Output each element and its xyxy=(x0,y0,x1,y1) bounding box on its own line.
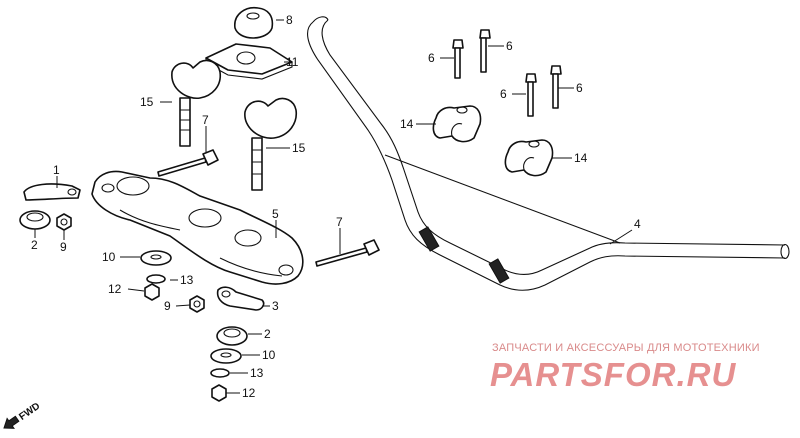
lower-nut-lower-12 xyxy=(211,384,227,402)
part-label-9a: 9 xyxy=(60,240,67,254)
part-label-5: 5 xyxy=(272,207,279,221)
part-label-2b: 2 xyxy=(264,327,271,341)
part-label-13b: 13 xyxy=(250,366,264,380)
bolt-upper-7 xyxy=(157,149,219,177)
part-label-15b: 15 xyxy=(292,141,306,155)
part-label-14a: 14 xyxy=(400,117,414,131)
part-label-3: 3 xyxy=(272,299,279,313)
part-label-7b: 7 xyxy=(336,215,343,229)
rubber-bushing-lower xyxy=(216,326,248,346)
part-label-8: 8 xyxy=(286,13,293,27)
part-label-12b: 12 xyxy=(242,386,256,400)
part-label-10b: 10 xyxy=(262,348,276,362)
part-label-6b: 6 xyxy=(506,39,513,53)
leader-lines xyxy=(34,19,633,394)
upper-holder-14a xyxy=(432,105,482,143)
part-label-2a: 2 xyxy=(31,238,38,252)
upper-holder-14b xyxy=(504,139,554,177)
part-label-6c: 6 xyxy=(500,87,507,101)
bolt-6a xyxy=(452,39,464,79)
part-label-6d: 6 xyxy=(576,81,583,95)
nut-right-9 xyxy=(189,295,205,313)
fwd-arrow-icon: FWD xyxy=(3,401,42,429)
top-bridge xyxy=(91,170,304,285)
watermark-subtitle: ЗАПЧАСТИ И АКСЕССУАРЫ ДЛЯ МОТОТЕХНИКИ xyxy=(492,342,760,354)
washer-upper-10 xyxy=(140,250,172,266)
part-label-12a: 12 xyxy=(108,282,122,296)
lower-nut-upper-12 xyxy=(144,283,160,301)
handlebar xyxy=(307,16,790,291)
watermark-logo: PARTSFOR.RU xyxy=(490,356,737,393)
part-label-13a: 13 xyxy=(180,273,194,287)
part-label-1: 1 xyxy=(53,163,60,177)
nut-left-9 xyxy=(56,213,72,231)
small-washer-upper-13 xyxy=(146,274,166,284)
bolt-6c xyxy=(525,73,537,117)
handlebar-cover xyxy=(234,6,274,39)
part-label-15a: 15 xyxy=(140,95,154,109)
lower-holder-left xyxy=(171,59,222,147)
bolt-6b xyxy=(479,29,491,73)
bolt-6d xyxy=(550,65,562,109)
cable-clamp-right xyxy=(216,286,265,311)
small-washer-lower-13 xyxy=(210,368,230,378)
part-label-7a: 7 xyxy=(202,113,209,127)
part-label-9b: 9 xyxy=(164,299,171,313)
part-label-4: 4 xyxy=(634,217,641,231)
part-label-6a: 6 xyxy=(428,51,435,65)
rubber-bushing-left xyxy=(19,210,51,230)
part-label-10a: 10 xyxy=(102,250,116,264)
cable-clamp-left xyxy=(23,183,81,201)
part-label-14b: 14 xyxy=(574,151,588,165)
lower-holder-right xyxy=(244,97,298,191)
part-label-11: 11 xyxy=(286,55,299,69)
washer-lower-10 xyxy=(210,348,242,364)
fwd-label: FWD xyxy=(17,401,42,423)
bolt-lower-7 xyxy=(315,239,380,267)
